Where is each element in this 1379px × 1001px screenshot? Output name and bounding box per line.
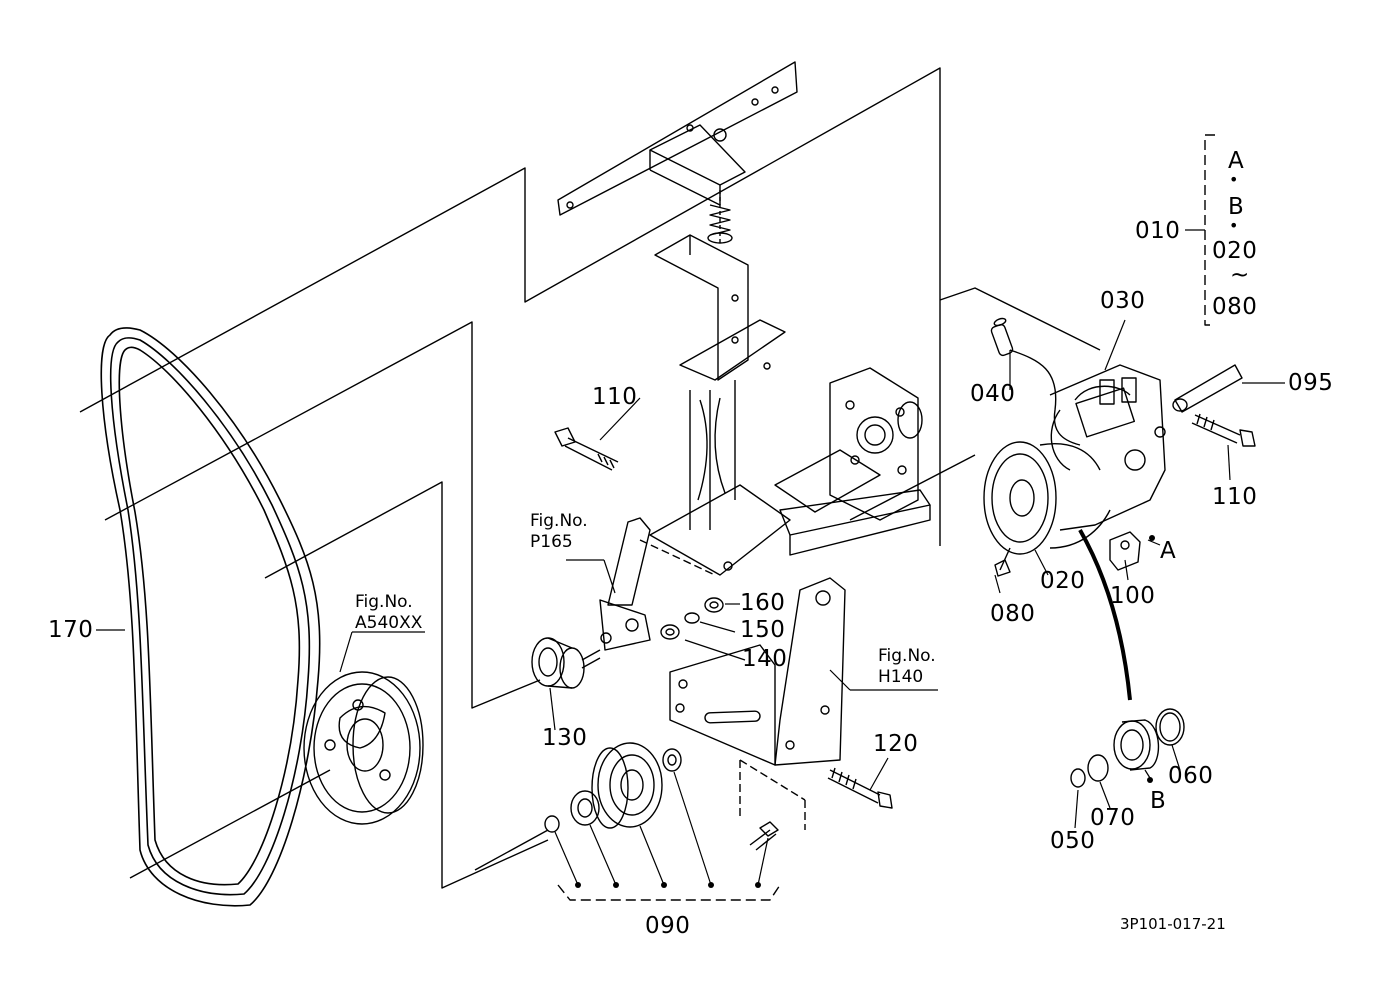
idler-pulley-130 xyxy=(531,637,601,689)
fig-ref-a540xx-title: Fig.No. xyxy=(355,592,413,612)
label-120: 120 xyxy=(873,731,919,757)
tensioner-arm xyxy=(599,517,651,651)
upright-bracket xyxy=(639,234,791,576)
group-090-bracket xyxy=(557,884,781,901)
bearing-set xyxy=(1070,708,1185,788)
group-090-leaders xyxy=(554,771,769,886)
label-080: 080 xyxy=(990,601,1036,627)
label-090: 090 xyxy=(645,913,691,939)
label-070: 070 xyxy=(1090,805,1136,831)
label-110-right: 110 xyxy=(1212,484,1258,510)
marker-a: A xyxy=(1160,538,1177,564)
label-130: 130 xyxy=(542,725,588,751)
fig-ref-p165-title: Fig.No. xyxy=(530,511,588,531)
set-a: A xyxy=(1228,148,1245,174)
label-140: 140 xyxy=(742,646,788,672)
label-060: 060 xyxy=(1168,763,1214,789)
frame-plane-2 xyxy=(104,321,541,709)
bolt-120 xyxy=(827,767,893,809)
fig-ref-h140[interactable]: Fig.No. H140 xyxy=(878,646,936,689)
tensioner-pulley-090 xyxy=(474,742,779,871)
fig-ref-p165-number: P165 xyxy=(530,532,573,553)
crank-pulley xyxy=(303,671,424,825)
label-010: 010 xyxy=(1135,218,1181,244)
set-bracket-line xyxy=(1204,134,1215,326)
set-from: 020 xyxy=(1212,238,1258,264)
set-tilde: ~ xyxy=(1230,262,1250,288)
label-160: 160 xyxy=(740,590,786,616)
label-150: 150 xyxy=(740,617,786,643)
tension-spring xyxy=(707,190,733,245)
move-arrow xyxy=(1078,529,1132,701)
lower-bracket xyxy=(669,577,846,830)
frame-plane-1 xyxy=(79,67,941,546)
marker-b: B xyxy=(1150,788,1167,814)
drawing-code: 3P101-017-21 xyxy=(1120,915,1226,933)
frame-plane-6 xyxy=(849,454,976,521)
label-020: 020 xyxy=(1040,568,1086,594)
fig-ref-h140-number: H140 xyxy=(878,667,924,688)
label-100: 100 xyxy=(1110,583,1156,609)
set-b: B xyxy=(1228,194,1245,220)
sensor-040 xyxy=(990,317,1081,446)
fig-ref-h140-title: Fig.No. xyxy=(878,646,936,666)
bracket-095 xyxy=(1172,364,1256,447)
set-to: 080 xyxy=(1212,294,1258,320)
top-mount-bar xyxy=(557,61,798,216)
washer-set-140-160 xyxy=(660,597,724,640)
leader-lines xyxy=(96,229,1285,829)
set-dot-2: • xyxy=(1229,216,1239,235)
compressor-body xyxy=(983,364,1166,577)
label-050: 050 xyxy=(1050,828,1096,854)
label-095: 095 xyxy=(1288,370,1334,396)
frame-plane-4 xyxy=(129,769,331,879)
fig-ref-a540xx[interactable]: Fig.No. A540XX xyxy=(355,592,422,635)
compressor-bracket xyxy=(774,367,931,556)
fig-ref-a540xx-number: A540XX xyxy=(355,613,423,634)
label-110-left: 110 xyxy=(592,384,638,410)
bolt-110-left xyxy=(554,427,619,471)
frame-plane-5 xyxy=(939,287,1101,351)
label-170: 170 xyxy=(48,617,94,643)
fig-ref-p165[interactable]: Fig.No. P165 xyxy=(530,511,588,554)
label-040: 040 xyxy=(970,381,1016,407)
label-030: 030 xyxy=(1100,288,1146,314)
set-dot-1: • xyxy=(1229,170,1239,189)
v-belt-170 xyxy=(100,327,321,907)
frame-plane-3 xyxy=(264,481,549,889)
